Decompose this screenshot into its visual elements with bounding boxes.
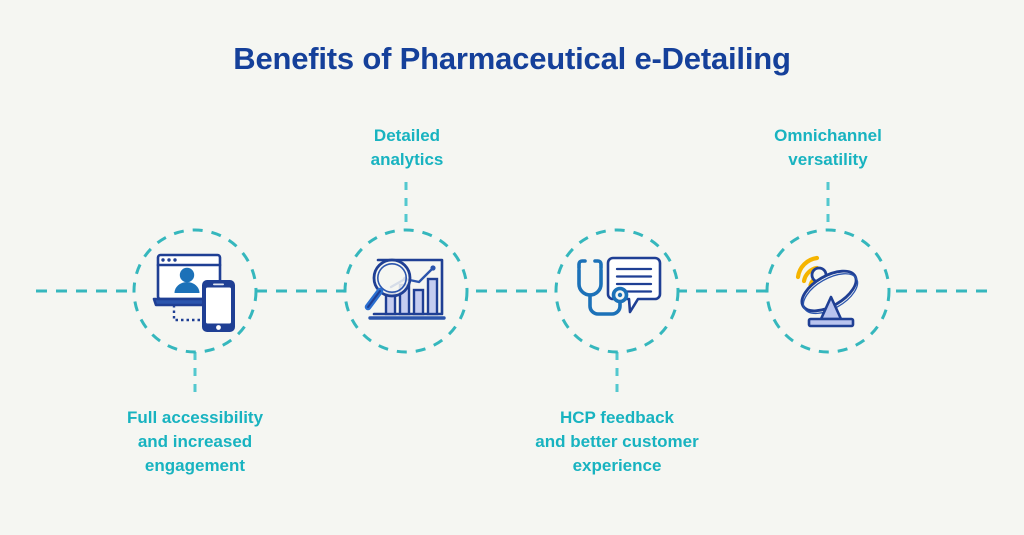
person-avatar-glyph	[174, 267, 200, 293]
browser-dots	[161, 258, 177, 262]
page-title: Benefits of Pharmaceutical e-Detailing	[233, 41, 791, 76]
laptop-and-phone-icon	[152, 253, 235, 332]
satellite-dish-icon	[795, 255, 859, 328]
node-label-2: Detailed analytics	[370, 126, 444, 170]
node-label-4: Omnichannel versatility	[774, 126, 882, 170]
node-label-1: Full accessibility and increased engagem…	[126, 408, 264, 476]
node-label-3: HCP feedback and better customer experie…	[535, 408, 699, 476]
magnifier-bar-chart-icon	[364, 258, 446, 320]
stethoscope-speech-bubble-icon	[577, 256, 662, 316]
